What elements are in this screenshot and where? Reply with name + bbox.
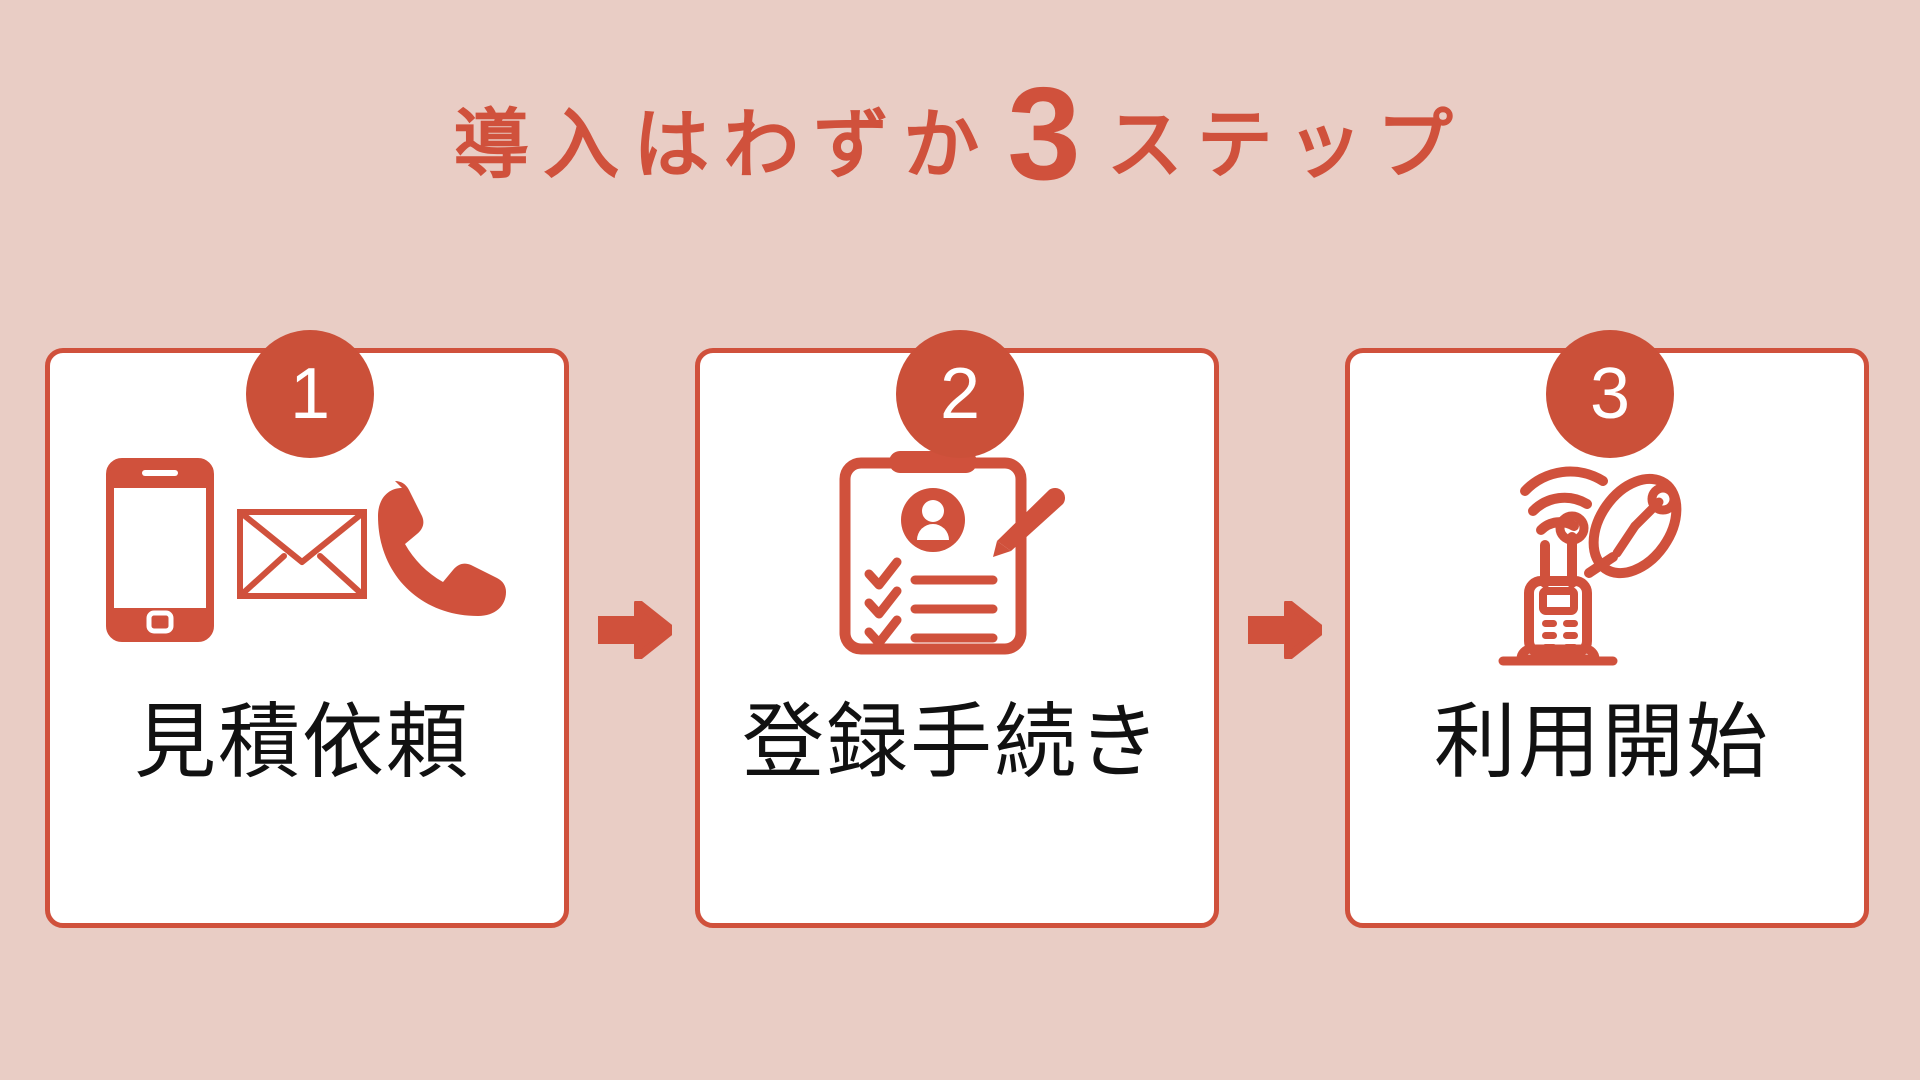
wireless-phone-icon xyxy=(1498,466,1682,665)
step-2-icon-group xyxy=(695,430,1209,670)
step-card-3-frame xyxy=(1345,348,1869,928)
step-3-label: 利用開始 xyxy=(1433,695,1770,790)
step-badge-1: 1 xyxy=(246,330,374,458)
step-badge-2: 2 xyxy=(896,330,1024,458)
satellite-dish-icon xyxy=(1584,473,1682,578)
step-card-2[interactable]: 2 xyxy=(695,330,1225,930)
arrow-right-icon xyxy=(598,601,672,659)
clipboard-form-icon xyxy=(839,450,1065,654)
step-card-3[interactable]: 3 xyxy=(1345,330,1875,930)
phone-handset-icon xyxy=(378,481,506,616)
step-3-icon-group xyxy=(1345,430,1859,670)
person-avatar-icon xyxy=(901,487,965,552)
step-card-1[interactable]: 1 xyxy=(45,330,575,930)
page-title: 導入はわずか 3 ステップ xyxy=(0,60,1920,200)
smartphone-icon xyxy=(106,458,214,642)
title-trail-text: ステップ xyxy=(1106,103,1467,188)
checklist-icon xyxy=(864,557,998,647)
envelope-icon xyxy=(237,509,367,599)
step-connector-1 xyxy=(575,330,695,930)
title-step-count: 3 xyxy=(1007,60,1081,207)
contact-methods-icon xyxy=(106,458,506,642)
pencil-icon xyxy=(993,487,1065,557)
step-1-icon-group xyxy=(45,430,559,670)
cordless-phone-icon xyxy=(1498,575,1618,665)
title-lead-text: 導入はわずか xyxy=(453,103,994,188)
step-connector-2 xyxy=(1225,330,1345,930)
arrow-right-icon xyxy=(1248,601,1322,659)
steps-row: 1 xyxy=(0,330,1920,930)
step-badge-3: 3 xyxy=(1546,330,1674,458)
step-1-label: 見積依頼 xyxy=(133,695,470,790)
step-2-label: 登録手続き xyxy=(741,695,1162,790)
